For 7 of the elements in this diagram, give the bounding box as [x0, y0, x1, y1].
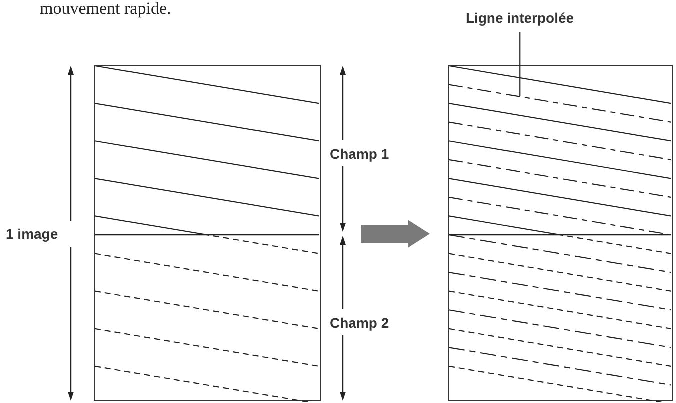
dimension-label: 1 image	[6, 225, 58, 244]
callout-label: Ligne interpolée	[455, 8, 585, 28]
block-arrow	[361, 220, 430, 248]
dimension-label: Champ 1	[330, 145, 390, 164]
body-text: mouvement rapide.	[40, 0, 172, 18]
dimension-label: Champ 2	[330, 314, 390, 333]
leader-line	[519, 32, 521, 96]
